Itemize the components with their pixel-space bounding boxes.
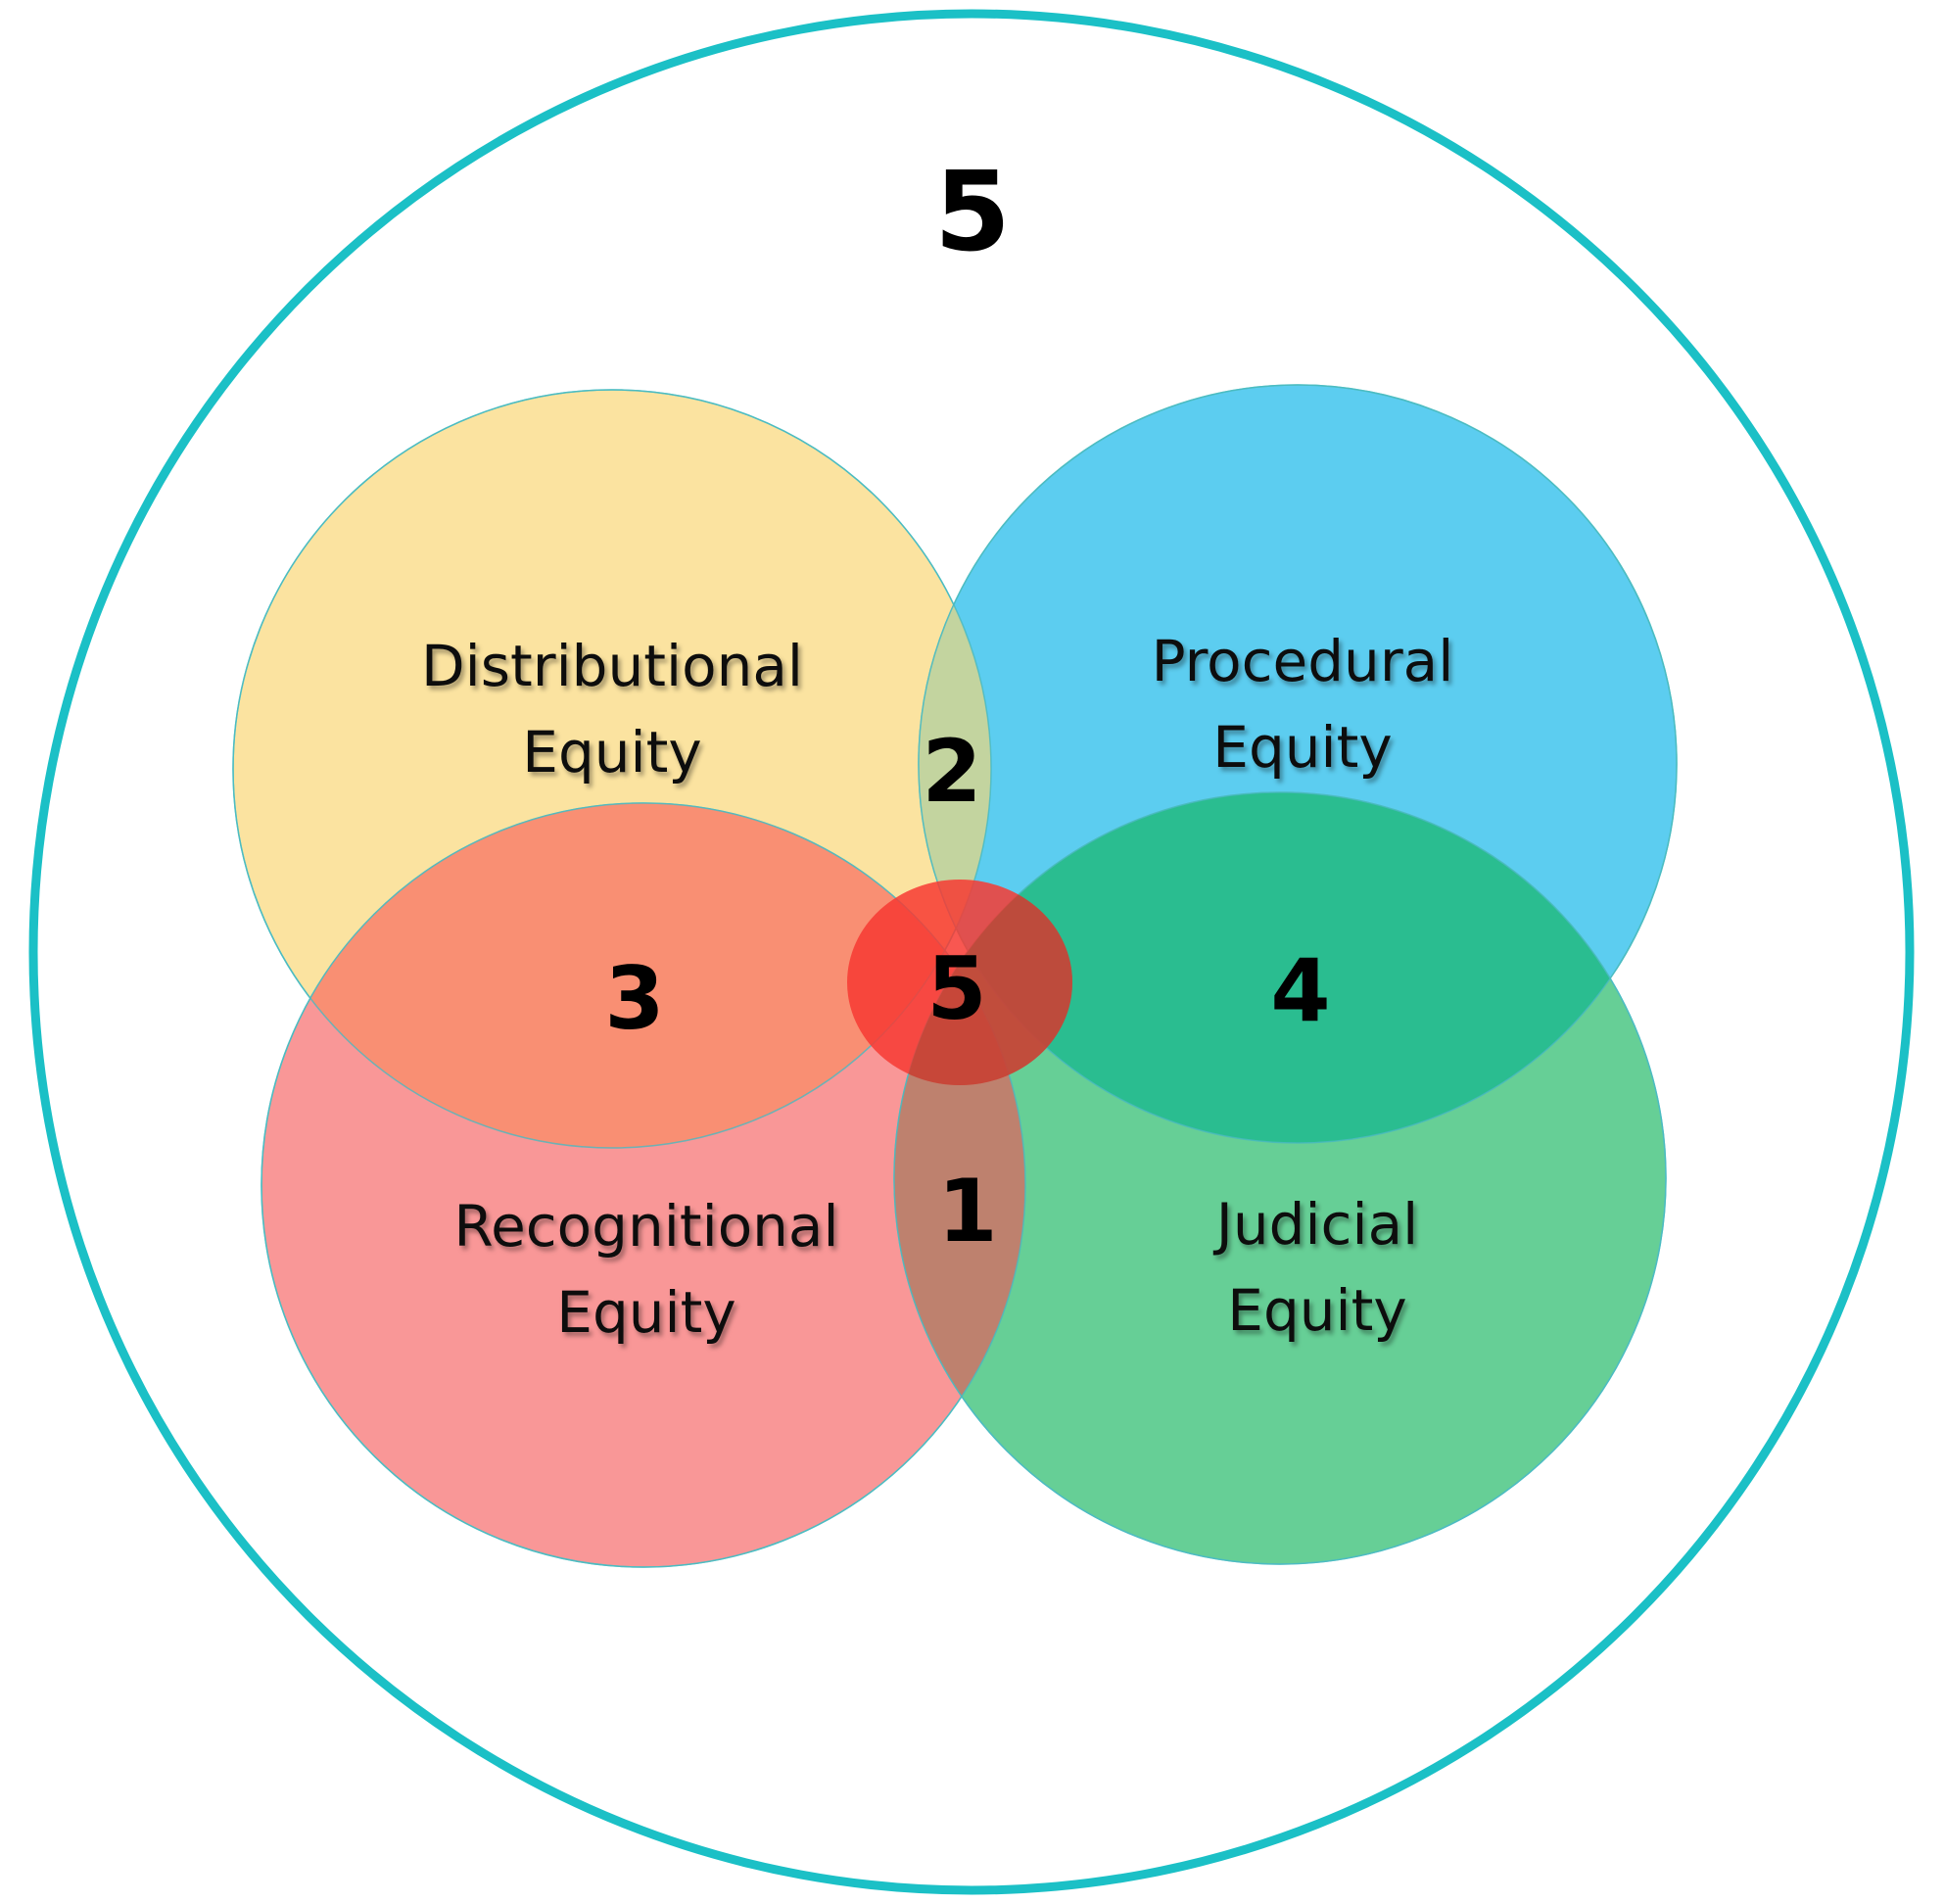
- procedural-label-line2: Equity: [1212, 714, 1392, 781]
- recognitional-outline: [261, 802, 1026, 1568]
- distributional-outline: [232, 389, 992, 1149]
- region-number-distributional-recognitional: 3: [604, 948, 664, 1049]
- recognitional-label-line1: Recognitional: [453, 1193, 838, 1260]
- judicial-outline: [893, 791, 1667, 1565]
- overlap-distributional-recognitional: [261, 803, 991, 1148]
- region-number-distributional-procedural: 2: [922, 721, 981, 822]
- distributional-label-line2: Equity: [522, 719, 701, 785]
- judicial-label-line1: Judicial: [1213, 1191, 1418, 1258]
- label-procedural: Procedural Equity: [1152, 628, 1454, 781]
- procedural-outline: [918, 384, 1678, 1144]
- region-number-recognitional-judicial: 1: [937, 1161, 997, 1261]
- judicial-label-line2: Equity: [1227, 1277, 1406, 1344]
- region-number-center: 5: [926, 938, 986, 1039]
- procedural-label-line1: Procedural: [1152, 628, 1454, 694]
- recognitional-label-line2: Equity: [556, 1279, 735, 1346]
- label-recognitional: Recognitional Equity: [453, 1193, 838, 1346]
- label-judicial: Judicial Equity: [1213, 1191, 1418, 1344]
- overlap-procedural-judicial: [919, 792, 1666, 1143]
- distributional-label-line1: Distributional: [421, 633, 803, 699]
- label-distributional: Distributional Equity: [421, 633, 803, 785]
- outer-region-number: 5: [934, 149, 1011, 276]
- region-number-procedural-judicial: 4: [1270, 940, 1330, 1041]
